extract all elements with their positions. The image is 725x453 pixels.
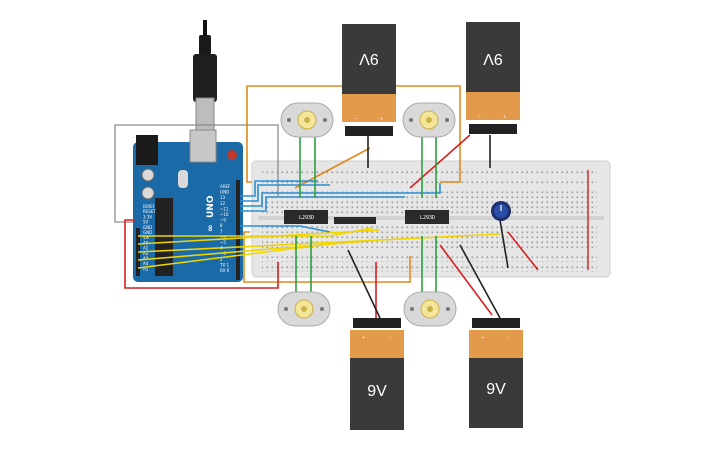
power-pin-label: A3	[143, 256, 149, 261]
wire-blue-3[interactable]	[240, 183, 441, 207]
wire-red-pot[interactable]	[507, 231, 539, 271]
header-pin-label: 2	[220, 257, 223, 262]
terminal-pos: +	[481, 335, 484, 340]
power-pin-label: A2	[143, 251, 149, 256]
terminal-neg: −	[388, 335, 391, 340]
power-pin-label: RESET	[143, 209, 156, 214]
battery-9v-4[interactable]: 9V + −	[469, 318, 523, 428]
terminal-pos: +	[380, 116, 383, 121]
wire-yellow-4[interactable]	[137, 239, 381, 261]
header-pin-label: 12	[220, 201, 226, 206]
l293d-chip-right[interactable]: L293D	[405, 210, 449, 224]
wire-gray-loop[interactable]	[114, 124, 279, 223]
chip-label: L293D	[420, 215, 435, 221]
battery-9v-3[interactable]: 9V + −	[350, 318, 404, 430]
wire-blue-5[interactable]	[240, 225, 331, 233]
battery-9v-1[interactable]: 9V − +	[342, 24, 396, 136]
header-pin-label: ~5	[220, 240, 226, 245]
dc-motor-3[interactable]	[277, 291, 331, 327]
header-pin-label: 7	[220, 229, 223, 234]
power-pin-label: GND	[143, 225, 152, 230]
terminal-neg: −	[478, 114, 481, 119]
header-pin-label: ~9	[220, 218, 226, 223]
wire-red-battery2[interactable]	[409, 134, 471, 189]
wire-red-battery4[interactable]	[439, 244, 493, 316]
battery-label: 9V	[486, 381, 506, 398]
wire-black-pot[interactable]	[499, 219, 509, 269]
dc-motor-4[interactable]	[403, 291, 457, 327]
terminal-neg: −	[507, 335, 510, 340]
wire-yellow-3[interactable]	[137, 233, 501, 253]
wire-yellow-5[interactable]	[137, 243, 331, 269]
header-pin-label: RX 0	[220, 268, 230, 273]
terminal-neg: −	[354, 116, 357, 121]
arduino-logo: ∞	[206, 225, 216, 233]
wire-black-battery3[interactable]	[347, 249, 381, 319]
power-pin-label: IOREF	[143, 204, 156, 209]
wire-black-battery4[interactable]	[459, 244, 501, 319]
header-pin-label: ~10	[220, 212, 229, 217]
power-pin-label: A5	[143, 266, 149, 271]
power-pin-label: A1	[143, 246, 149, 251]
battery-label: 9V	[367, 383, 387, 400]
header-pin-label: TX 1	[219, 262, 229, 267]
header-pin-label: GND	[220, 190, 229, 195]
wire-blue-2[interactable]	[240, 184, 330, 202]
header-pin-label: 8	[220, 223, 223, 228]
header-pin-label: ~11	[220, 206, 229, 211]
power-pin-label: Vin	[143, 235, 150, 240]
l293d-chip-left[interactable]: L293D	[284, 210, 328, 224]
battery-label: 9V	[359, 50, 379, 67]
wire-blue-4[interactable]	[240, 196, 405, 212]
chip-label: L293D	[299, 215, 314, 221]
arduino-brand-label: UNO	[206, 195, 216, 218]
wire-yellow-2[interactable]	[137, 229, 381, 245]
battery-9v-2[interactable]: 9V − +	[466, 22, 520, 134]
wire-red-arduino[interactable]	[124, 219, 279, 289]
power-pin-label: GND	[143, 230, 152, 235]
header-pin-label: ~6	[220, 234, 226, 239]
wire-orange-bottom-loop[interactable]	[243, 231, 411, 283]
power-pin-label: 3.3V	[143, 214, 152, 219]
battery-label: 9V	[483, 50, 503, 67]
dc-motor-1[interactable]	[280, 102, 334, 138]
usb-cable	[193, 20, 217, 139]
potentiometer[interactable]	[491, 201, 511, 221]
dc-motor-2[interactable]	[402, 102, 456, 138]
power-pin-label: 5V	[143, 220, 149, 225]
terminal-pos: +	[503, 114, 506, 119]
terminal-pos: +	[362, 335, 365, 340]
wire-blue-1[interactable]	[240, 180, 318, 197]
power-pin-label: A4	[143, 261, 149, 266]
header-pin-label: 13	[220, 195, 226, 200]
resistor-block[interactable]	[334, 217, 376, 224]
header-pin-label: AREF	[220, 184, 231, 189]
